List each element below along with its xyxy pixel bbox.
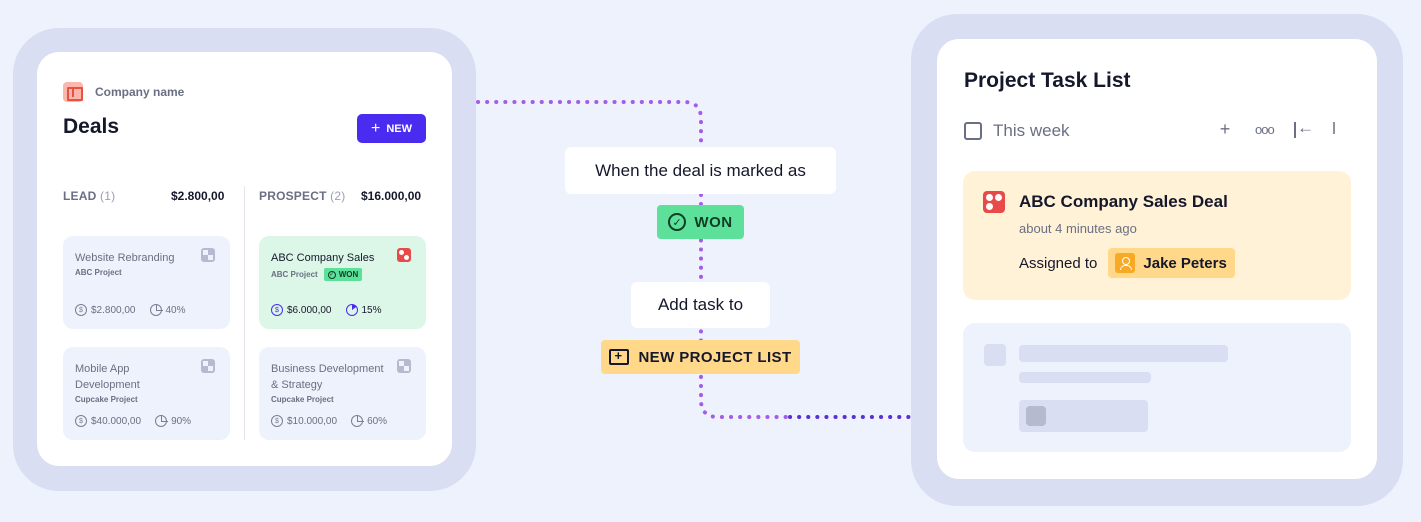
task-toolbar: + ooo — [1217, 118, 1349, 140]
column-name: LEAD — [63, 189, 97, 203]
deal-type-icon — [397, 359, 411, 373]
deal-probability: 15% — [361, 304, 382, 316]
task-panel: Project Task List This week + ooo ABC Co… — [937, 39, 1377, 479]
deal-type-icon — [201, 248, 215, 262]
dollar-icon: $ — [75, 415, 87, 427]
deal-name: Mobile App Development — [75, 363, 140, 391]
column-count: (2) — [330, 189, 346, 203]
deal-project: Cupcake Project — [271, 395, 414, 404]
task-card[interactable]: ABC Company Sales Deal about 4 minutes a… — [963, 171, 1351, 300]
new-project-list-tag: NEW PROJECT LIST — [601, 340, 800, 374]
placeholder-line — [1019, 372, 1151, 383]
deal-project: ABC Project — [75, 268, 218, 277]
deal-amount: $2.800,00 — [91, 304, 136, 316]
deal-project-name: ABC Project — [271, 270, 318, 279]
user-icon — [1115, 253, 1136, 273]
more-icon[interactable]: ooo — [1255, 122, 1275, 137]
column-head-lead: LEAD (1) — [63, 189, 115, 203]
probability-icon — [155, 415, 169, 427]
deal-project-name: Cupcake Project — [75, 395, 138, 404]
plus-icon[interactable]: + — [1219, 119, 1231, 139]
connector-path-purple — [476, 100, 792, 419]
deal-probability: 90% — [171, 415, 192, 427]
deal-amount: $6.000,00 — [287, 304, 332, 316]
deal-meta: $ $10.000,00 60% — [271, 415, 387, 427]
deal-project: ABC Project ✓WON — [271, 268, 414, 281]
assignee-name: Jake Peters — [1143, 254, 1227, 272]
column-name: PROSPECT — [259, 189, 327, 203]
collapse-icon[interactable] — [1293, 118, 1314, 138]
placeholder-avatar — [1026, 406, 1046, 426]
column-head-prospect: PROSPECT (2) — [259, 189, 345, 203]
deals-panel: Company name Deals + NEW LEAD (1) $2.800… — [37, 52, 452, 466]
folder-plus-icon — [609, 348, 630, 365]
column-total-prospect: $16.000,00 — [361, 189, 422, 203]
deal-amount: $10.000,00 — [287, 415, 338, 427]
drag-handle-icon[interactable] — [1333, 121, 1349, 138]
trigger-label: When the deal is marked as — [565, 147, 836, 194]
action-label: Add task to — [631, 282, 770, 328]
new-project-list-label: NEW PROJECT LIST — [638, 348, 792, 366]
deal-card-abc-company-sales[interactable]: ABC Company Sales ABC Project ✓WON $ $6.0… — [259, 236, 426, 329]
won-tag-label: WON — [694, 213, 733, 231]
new-deal-button[interactable]: + NEW — [357, 114, 426, 143]
deal-type-icon — [397, 248, 411, 262]
won-badge: ✓WON — [323, 268, 363, 281]
placeholder-line — [1019, 345, 1228, 362]
deal-probability: 60% — [367, 415, 388, 427]
task-card-placeholder — [963, 323, 1351, 452]
group-label: This week — [993, 121, 1070, 140]
deal-name: Website Rebranding — [75, 252, 175, 264]
deal-meta: $ $2.800,00 40% — [75, 304, 186, 316]
dollar-icon: $ — [271, 415, 283, 427]
deal-card-mobile-app[interactable]: Mobile App Development Cupcake Project $… — [63, 347, 230, 440]
won-tag: ✓ WON — [657, 205, 744, 239]
dollar-icon: $ — [75, 304, 87, 316]
deal-project-name: Cupcake Project — [271, 395, 334, 404]
deal-name: Business Development & Strategy — [271, 363, 384, 391]
company-logo-icon — [63, 82, 83, 102]
column-count: (1) — [100, 189, 116, 203]
probability-icon — [149, 304, 163, 316]
probability-icon — [351, 415, 365, 427]
deal-card-business-development[interactable]: Business Development & Strategy Cupcake … — [259, 347, 426, 440]
probability-icon — [345, 304, 358, 316]
deal-meta: $ $6.000,00 15% — [271, 304, 382, 316]
check-circle-icon: ✓ — [668, 213, 687, 231]
task-list-title: Project Task List — [964, 69, 1131, 92]
company-header: Company name — [63, 82, 184, 102]
column-divider — [244, 186, 245, 440]
new-button-label: NEW — [386, 122, 412, 135]
deals-title: Deals — [63, 115, 120, 138]
deal-probability: 40% — [165, 304, 186, 316]
task-timestamp: about 4 minutes ago — [1019, 221, 1137, 236]
check-icon: ✓ — [327, 270, 336, 279]
placeholder-icon — [984, 344, 1006, 366]
deal-logo-icon — [983, 191, 1005, 213]
group-checkbox[interactable] — [964, 122, 982, 140]
task-group[interactable]: This week — [964, 121, 1070, 141]
deal-type-icon — [201, 359, 215, 373]
deal-name: ABC Company Sales — [271, 252, 375, 264]
plus-icon: + — [370, 119, 381, 137]
deal-card-website-rebranding[interactable]: Website Rebranding ABC Project $ $2.800,0… — [63, 236, 230, 329]
assignee-chip[interactable]: Jake Peters — [1108, 248, 1235, 278]
deal-project: Cupcake Project — [75, 395, 218, 404]
task-assignment: Assigned to Jake Peters — [1019, 248, 1235, 278]
column-total-lead: $2.800,00 — [171, 189, 225, 203]
deal-project-name: ABC Project — [75, 268, 122, 277]
assigned-label: Assigned to — [1019, 254, 1098, 272]
deal-meta: $ $40.000,00 90% — [75, 415, 191, 427]
won-badge-label: WON — [338, 270, 359, 279]
company-name: Company name — [95, 85, 185, 99]
deal-amount: $40.000,00 — [91, 415, 142, 427]
dollar-icon: $ — [271, 304, 283, 316]
task-title: ABC Company Sales Deal — [1019, 192, 1228, 211]
